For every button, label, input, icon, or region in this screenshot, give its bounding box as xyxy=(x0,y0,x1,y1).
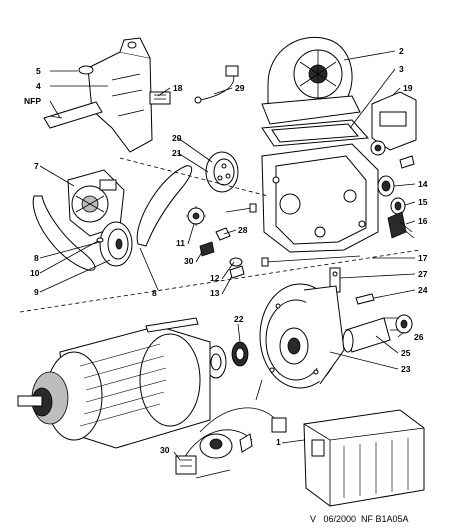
label-2: 2 xyxy=(399,46,404,56)
drive-belt xyxy=(32,195,96,271)
pulley-9 xyxy=(99,221,133,267)
connector-16 xyxy=(387,211,415,239)
cable-29 xyxy=(194,65,239,104)
bearing-14 xyxy=(377,175,395,197)
label-15: 15 xyxy=(418,197,428,207)
label-1: 1 xyxy=(276,437,281,447)
label-30-top: 30 xyxy=(184,256,194,266)
wiring-harness xyxy=(175,379,287,479)
label-9: 9 xyxy=(34,287,39,297)
gasket xyxy=(261,119,370,147)
label-23: 23 xyxy=(401,364,411,374)
label-30-bottom: 30 xyxy=(160,445,170,455)
motor-stator xyxy=(17,317,211,449)
leader-lines xyxy=(39,50,416,461)
bearing-15 xyxy=(390,197,406,215)
clip-5 xyxy=(78,65,94,75)
label-26: 26 xyxy=(414,332,424,342)
label-5: 5 xyxy=(36,66,41,76)
label-17: 17 xyxy=(418,253,428,263)
label-13: 13 xyxy=(210,288,220,298)
label-19: 19 xyxy=(403,83,413,93)
label-22: 22 xyxy=(234,314,244,324)
label-8-center: 8 xyxy=(152,288,157,298)
label-nfp: NFP xyxy=(24,96,41,106)
label-28: 28 xyxy=(238,225,248,235)
label-16: 16 xyxy=(418,216,428,226)
gear-casing xyxy=(261,143,379,253)
motor-assembly xyxy=(303,409,425,507)
bush-26 xyxy=(395,314,413,334)
mounting-bracket xyxy=(87,37,153,153)
axis-line-1 xyxy=(19,249,421,313)
drawing-reference: V 06/2000 NF B1A05A xyxy=(310,514,409,524)
label-18: 18 xyxy=(173,83,183,93)
axis-line-2 xyxy=(119,157,269,197)
fan-housing xyxy=(261,36,361,125)
bolt-17 xyxy=(261,255,361,267)
screw-21 xyxy=(225,203,257,213)
shaft-25 xyxy=(342,317,405,353)
label-3: 3 xyxy=(399,64,404,74)
pulley-20 xyxy=(205,151,239,193)
label-21: 21 xyxy=(172,148,182,158)
end-shield xyxy=(259,283,345,389)
label-24: 24 xyxy=(418,285,428,295)
label-25: 25 xyxy=(401,348,411,358)
label-10: 10 xyxy=(30,268,40,278)
label-20: 20 xyxy=(172,133,182,143)
control-unit-19 xyxy=(370,91,417,169)
drive-belt-large xyxy=(136,165,193,247)
label-8-left: 8 xyxy=(34,253,39,263)
label-14: 14 xyxy=(418,179,428,189)
alternator xyxy=(67,169,125,237)
label-29: 29 xyxy=(235,83,245,93)
label-27: 27 xyxy=(418,269,428,279)
label-7: 7 xyxy=(34,161,39,171)
part-30-top xyxy=(199,241,215,257)
relay-18 xyxy=(149,91,171,105)
sensor-unit xyxy=(199,433,253,459)
seal-22 xyxy=(231,341,249,367)
part-13 xyxy=(229,265,245,279)
label-12: 12 xyxy=(210,273,220,283)
label-11: 11 xyxy=(176,238,185,248)
part-28 xyxy=(215,227,231,241)
key-24 xyxy=(355,293,375,305)
gear-11 xyxy=(186,206,206,226)
label-4: 4 xyxy=(36,81,41,91)
